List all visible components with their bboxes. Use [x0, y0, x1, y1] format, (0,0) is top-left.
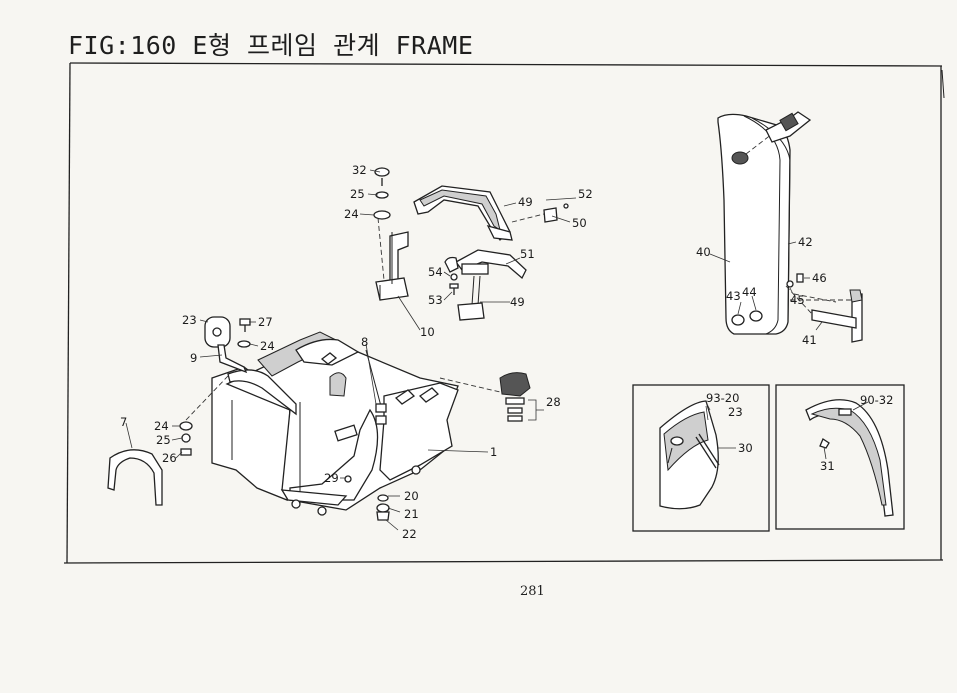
callout-9: 9	[190, 351, 197, 365]
callout-93-20: 93-20	[706, 391, 739, 405]
callout-25: 25	[350, 187, 365, 201]
callout-41: 41	[802, 333, 817, 347]
callout-8: 8	[361, 335, 368, 349]
callout-50: 50	[572, 216, 587, 230]
callout-29: 29	[324, 471, 339, 485]
leader-lines	[171, 169, 823, 531]
callout-49: 49	[510, 295, 525, 309]
callout-26: 26	[162, 451, 177, 465]
callout-25: 25	[156, 433, 171, 447]
part-23-bracket	[204, 316, 248, 374]
inset-box-right	[775, 384, 905, 530]
callout-43: 43	[726, 289, 741, 303]
callout-27: 27	[258, 315, 273, 329]
part-51-lower-handle	[444, 249, 527, 321]
callout-46: 46	[812, 271, 827, 285]
fasteners-32-25-24	[373, 167, 391, 220]
inset-box-left	[632, 384, 770, 532]
callout-40: 40	[696, 245, 711, 259]
diagram-border	[63, 62, 945, 564]
callout-49: 49	[518, 195, 533, 209]
callout-44: 44	[742, 285, 757, 299]
callout-32: 32	[352, 163, 367, 177]
callout-52: 52	[578, 187, 593, 201]
callout-21: 21	[404, 507, 419, 521]
callout-20: 20	[404, 489, 419, 503]
part-41-bracket	[785, 285, 863, 343]
fasteners-54-53	[449, 273, 459, 295]
callout-42: 42	[798, 235, 813, 249]
callout-24: 24	[344, 207, 359, 221]
fasteners-52-50	[511, 203, 569, 223]
callout-23: 23	[182, 313, 197, 327]
part-28-block	[439, 372, 531, 422]
callout-1: 1	[490, 445, 497, 459]
callout-54: 54	[428, 265, 443, 279]
slot-hole-icon	[670, 436, 684, 446]
nut-icon	[819, 438, 830, 449]
part-49-upper-handle	[413, 185, 513, 241]
callout-90-32: 90-32	[860, 393, 893, 407]
page-number: 281	[520, 584, 545, 599]
callout-23: 23	[728, 405, 743, 419]
callout-24: 24	[154, 419, 169, 433]
callout-24: 24	[260, 339, 275, 353]
part-40-panel	[717, 113, 791, 335]
fasteners-27-24	[237, 318, 251, 348]
callout-22: 22	[402, 527, 417, 541]
fasteners-20-21-22	[376, 494, 390, 521]
callout-7: 7	[120, 415, 127, 429]
callout-labels: 32 25 24 49 52 50 51 54 53 49 10 23 27 2…	[120, 163, 893, 541]
callout-45: 45	[790, 293, 805, 307]
callout-31: 31	[820, 459, 835, 473]
callout-30: 30	[738, 441, 753, 455]
part-29-fastener	[344, 475, 352, 483]
latch-top	[765, 111, 812, 143]
callout-51: 51	[520, 247, 535, 261]
fasteners-45-46	[786, 273, 804, 288]
fasteners-24-25-26	[179, 375, 229, 456]
callout-28: 28	[546, 395, 561, 409]
callout-53: 53	[428, 293, 443, 307]
part-10-bracket	[375, 217, 409, 301]
frame-body	[211, 331, 459, 516]
callout-10: 10	[420, 325, 435, 339]
part-7-arch	[107, 422, 163, 506]
figure-title: FIG:160 E형 프레임 관계 FRAME	[68, 31, 474, 60]
